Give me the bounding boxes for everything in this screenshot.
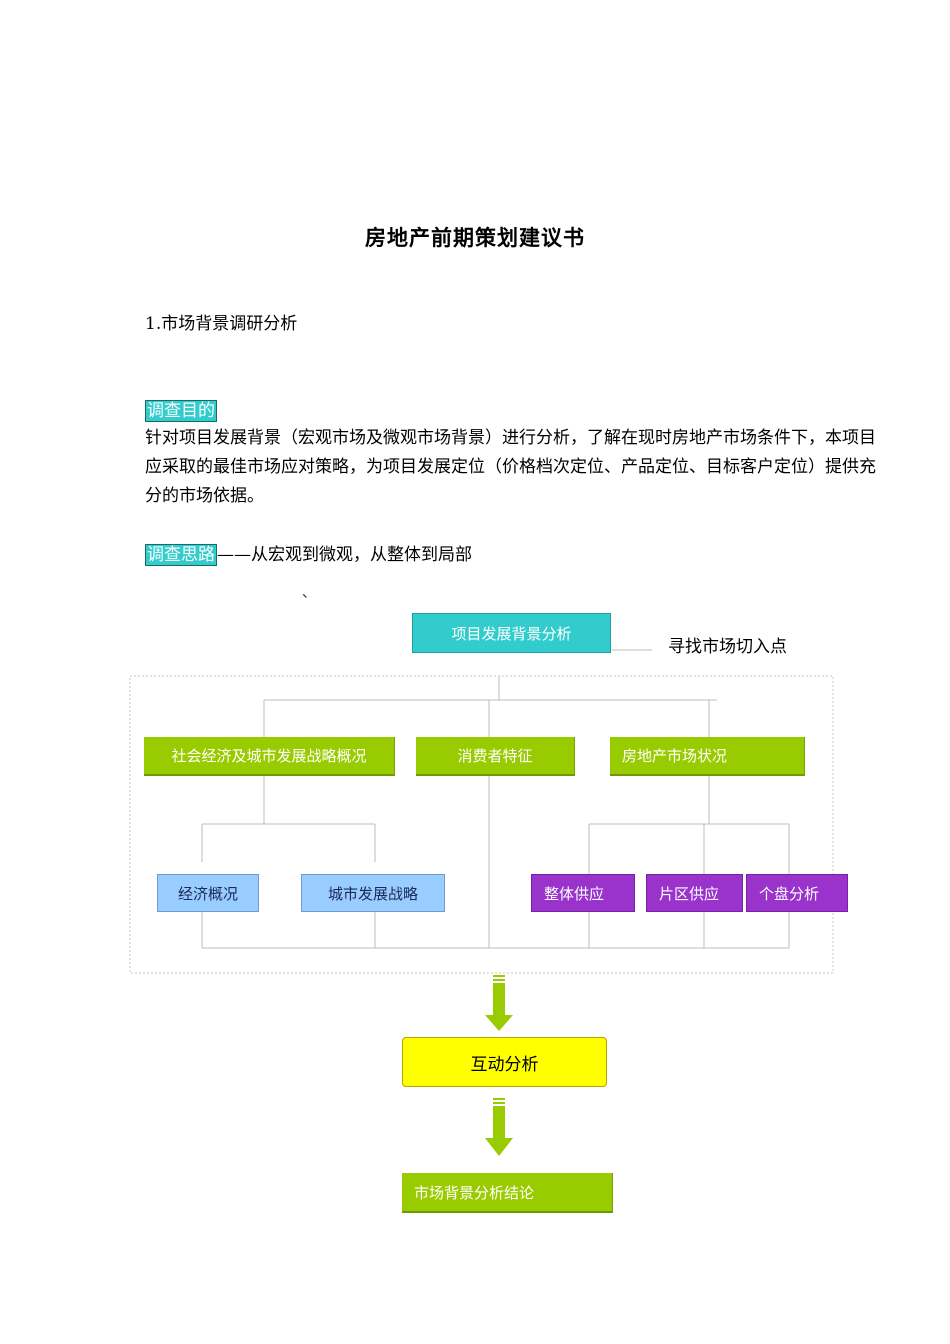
economy-overview-box: 经济概况	[157, 874, 259, 912]
conclusion-box: 市场背景分析结论	[402, 1173, 613, 1213]
purpose-label-wrap: 调查目的	[145, 396, 217, 422]
interaction-analysis-box: 互动分析	[402, 1037, 607, 1087]
find-entry-point-note: 寻找市场切入点	[668, 637, 787, 657]
purpose-paragraph: 针对项目发展背景（宏观市场及微观市场背景）进行分析，了解在现时房地产市场条件下，…	[145, 428, 876, 506]
section-heading: 1.市场背景调研分析	[145, 314, 298, 334]
real-estate-market-box: 房地产市场状况	[610, 737, 805, 776]
project-background-box: 项目发展背景分析	[412, 613, 611, 653]
individual-project-box: 个盘分析	[746, 874, 848, 912]
document-title: 房地产前期策划建议书	[365, 225, 585, 250]
socio-economic-box: 社会经济及城市发展战略概况	[144, 737, 395, 776]
approach-line: 调查思路——从宏观到微观，从整体到局部	[145, 540, 472, 566]
district-supply-box: 片区供应	[646, 874, 743, 912]
city-strategy-box: 城市发展战略	[301, 874, 445, 912]
consumer-traits-box: 消费者特征	[416, 737, 575, 776]
down-arrow-1	[485, 975, 513, 1031]
purpose-label: 调查目的	[145, 400, 217, 422]
approach-text: ——从宏观到微观，从整体到局部	[217, 545, 472, 565]
overall-supply-box: 整体供应	[531, 874, 635, 912]
approach-label: 调查思路	[145, 544, 217, 566]
stray-mark: 、	[302, 585, 316, 601]
down-arrow-2	[485, 1098, 513, 1156]
